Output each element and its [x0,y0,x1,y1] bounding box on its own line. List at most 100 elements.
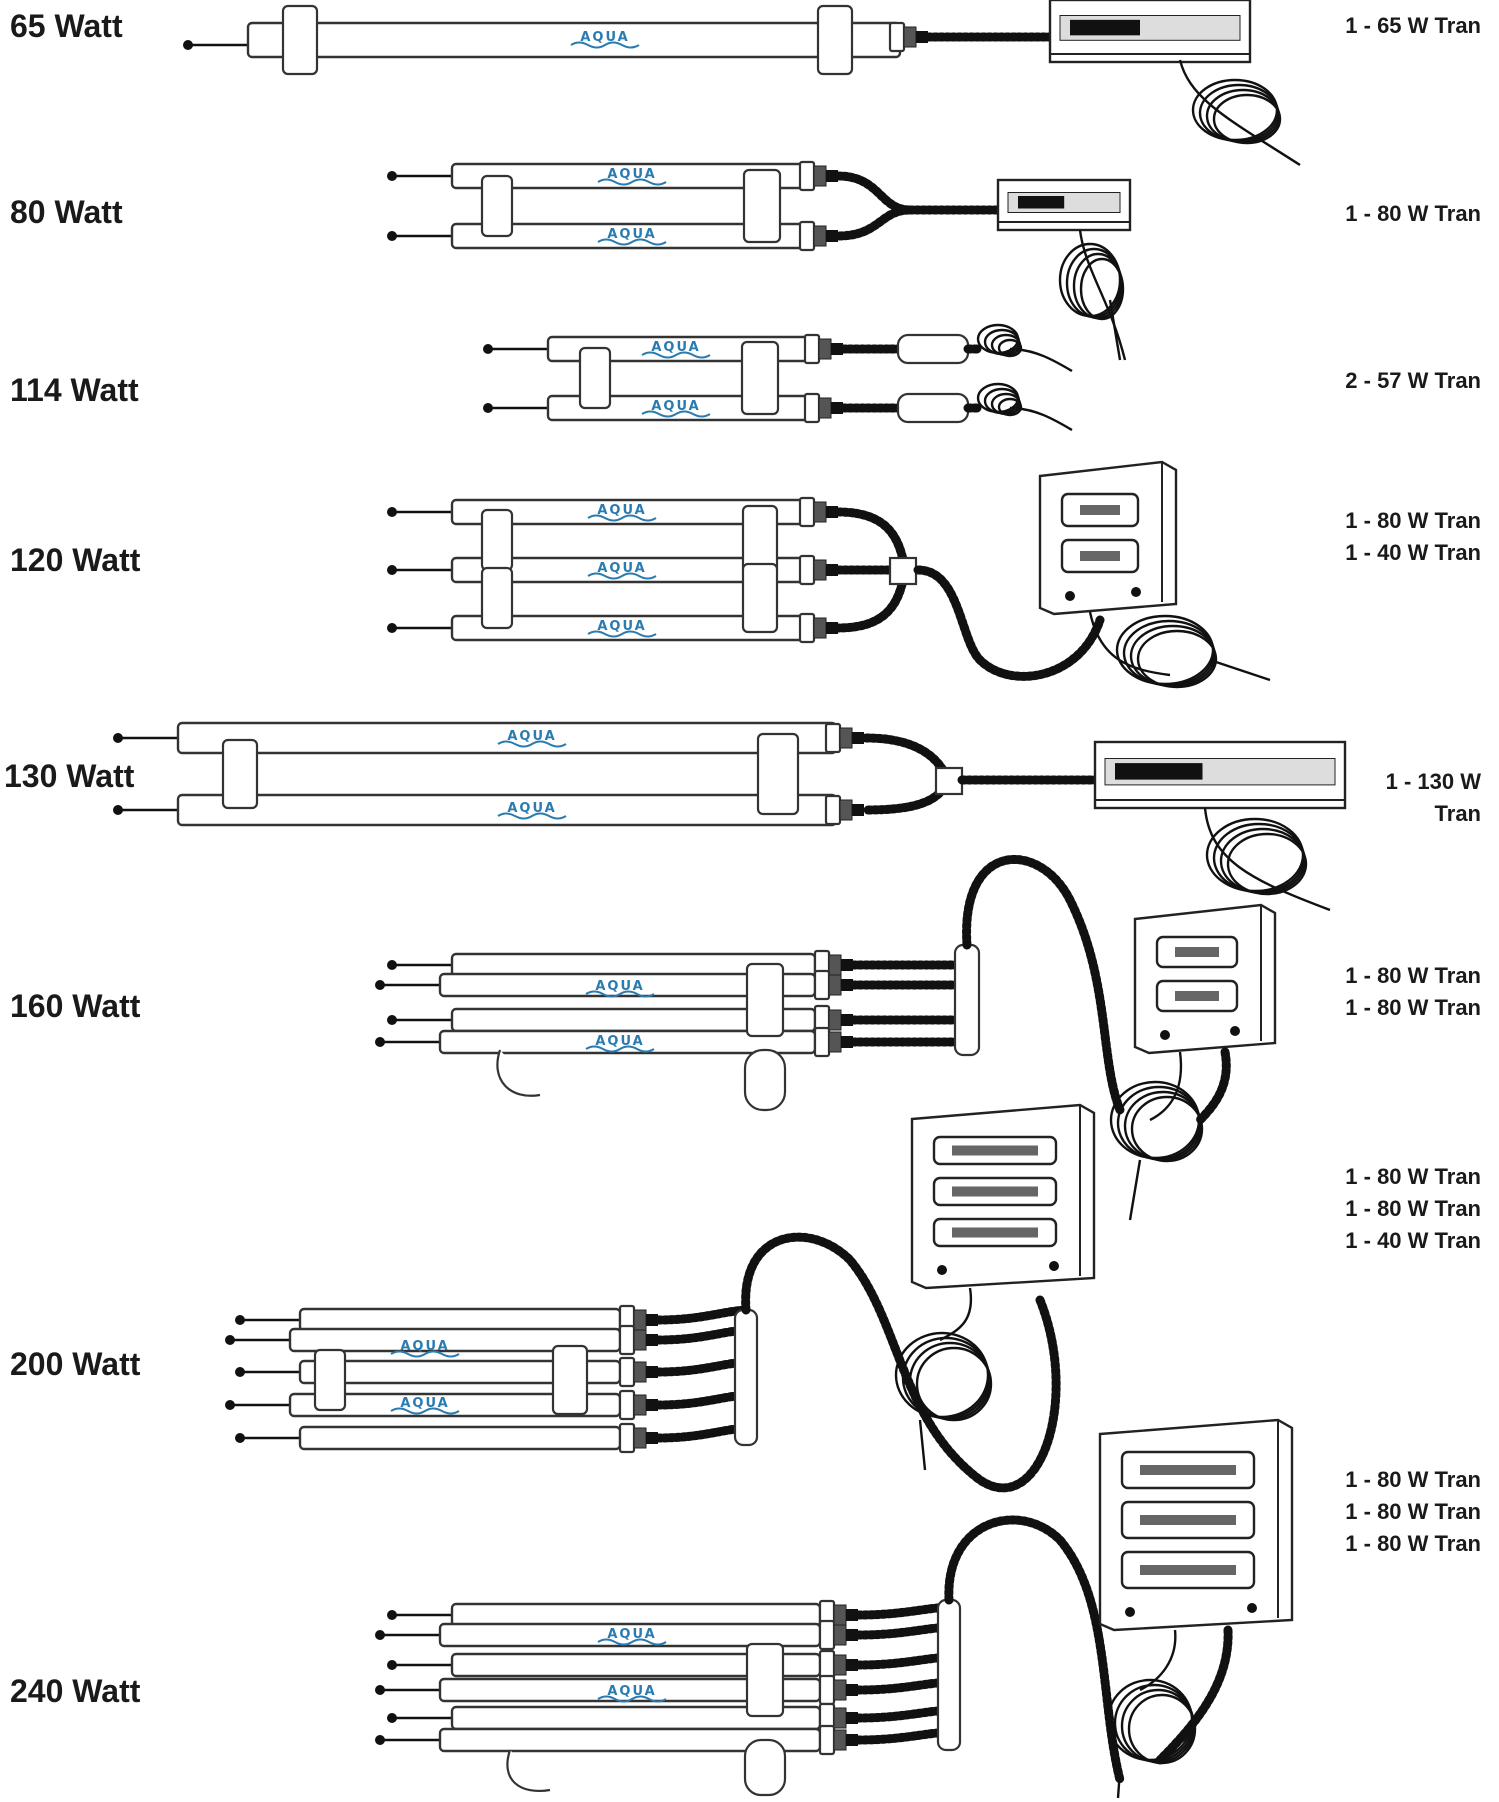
cable-coil [1212,93,1282,145]
union-nut [824,722,842,754]
probe-tip [235,1315,245,1325]
pipe-fitting [816,4,854,76]
union-nut [803,333,821,365]
probe-tip [387,1610,397,1620]
ac-cable [1078,229,1127,361]
aqua-logo: AQUA [597,561,646,576]
union-nut [818,1649,836,1681]
transformer-list-240: 1 - 80 W Tran 1 - 80 W Tran 1 - 80 W Tra… [1281,1464,1481,1560]
probe-tip [225,1400,235,1410]
transformer-list-80: 1 - 80 W Tran [1281,198,1481,230]
power-cord [653,1357,750,1377]
lamp-cap [828,974,842,996]
cable-gland [1049,1261,1059,1271]
transformer-item: 1 - 80 W Tran [1345,995,1481,1020]
cable-coil [1226,832,1308,896]
lamp-cap [903,26,917,48]
lamp-cap [813,225,827,247]
ballast-label [1070,19,1140,36]
union-nut [618,1389,636,1421]
transformer-item: 1 - 65 W Tran [1345,13,1481,38]
lamp-cap [818,338,832,360]
transformer-item: 1 - 130 W [1385,769,1481,794]
power-cord [853,1705,953,1723]
aqua-logo: AQUA [607,1627,656,1642]
transformer-item: 1 - 80 W Tran [1345,963,1481,988]
logo-wave [597,238,667,246]
power-cord [653,1423,750,1443]
union-nut [818,1724,836,1756]
pipe-fitting [756,732,800,816]
cable-coil [1198,83,1280,143]
transformer-list-65: 1 - 65 W Tran [1281,10,1481,42]
probe-tip [235,1367,245,1377]
transformer-list-130: 1 - 130 W Tran [1281,766,1481,830]
cable-coil [1130,1095,1204,1163]
lamp-plug [852,804,864,816]
transformer-item: 1 - 80 W Tran [1345,508,1481,533]
lamp-cap [833,1707,847,1729]
power-cord [653,1325,750,1345]
lamp-cap [828,954,842,976]
cable-coil [1191,78,1279,142]
ac-cable [918,1419,927,1471]
logo-wave [597,1638,667,1646]
probe-tip [235,1433,245,1443]
probe-tip [387,565,397,575]
lamp-cap [839,799,853,821]
ac-cable [1108,299,1122,361]
union-nut [824,794,842,826]
lamp-cap [833,1604,847,1626]
union-nut [798,496,816,528]
cable-coil [1129,624,1217,688]
manifold [733,1308,759,1447]
ac-cable [1128,1159,1142,1221]
pipe-fitting [221,738,259,810]
power-cord [962,854,1125,1115]
aqua-logo: AQUA [597,503,646,518]
mini-ballast [896,392,970,424]
cable-gland [1160,1030,1170,1040]
union-nut [888,21,906,53]
pipe-body [298,1425,622,1451]
transformer-enclosure [1133,903,1277,1055]
aqua-logo: AQUA [400,1339,449,1354]
ac-cable [1203,807,1331,912]
transformer-list-160: 1 - 80 W Tran 1 - 80 W Tran [1281,960,1481,1024]
lamp-cap [633,1361,647,1383]
logo-wave [570,41,640,49]
ac-cable [1178,59,1301,167]
union-nut [798,160,816,192]
ballast-label [1115,763,1203,780]
cable-coil [997,397,1023,417]
watt-label-200: 200 Watt [10,1346,141,1382]
power-cord [653,1305,750,1325]
union-nut [798,554,816,586]
lamp-cap [833,1679,847,1701]
ac-cable [1009,406,1073,432]
aqua-logo: AQUA [607,167,656,182]
transformer-list-200: 1 - 80 W Tran 1 - 80 W Tran 1 - 40 W Tra… [1281,1161,1481,1257]
lamp-plug [852,732,864,744]
lamp-cap [813,617,827,639]
power-cord [1195,1047,1231,1125]
power-cord [833,171,911,241]
probe-tip [375,980,385,990]
manifold [936,1598,962,1752]
manifold [953,943,981,1057]
power-cord [853,1727,953,1745]
lamp-cap [833,1624,847,1646]
unit-label [1080,551,1120,561]
logo-wave [390,1407,460,1415]
transformer-item: 1 - 40 W Tran [1345,1228,1481,1253]
logo-wave [585,1045,655,1053]
ac-cable [1009,347,1073,373]
watt-label-240: 240 Watt [10,1673,141,1709]
lamp-cap [813,165,827,187]
cable-gland [1065,591,1075,601]
